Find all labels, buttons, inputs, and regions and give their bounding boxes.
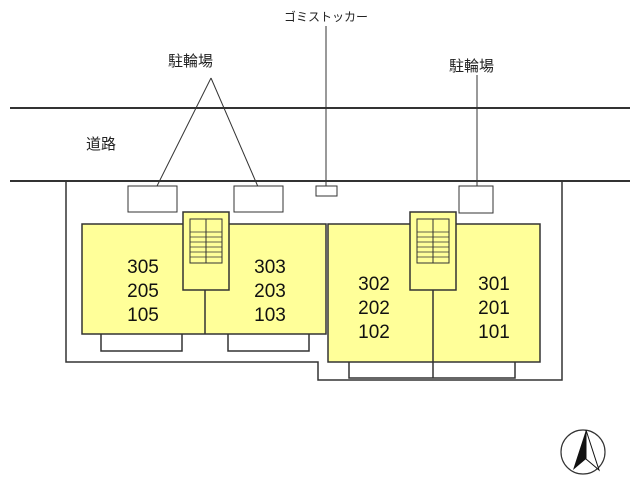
unit-number: 101 [478, 322, 510, 343]
garbage-stocker-label: ゴミストッカー [284, 10, 369, 24]
unit-number: 301 [478, 274, 510, 295]
site-boundary [65, 181, 563, 381]
leader-line [210, 77, 263, 197]
bicycle-parking-box [233, 185, 284, 213]
unit-number: 105 [127, 305, 159, 326]
staircase-left [182, 211, 230, 291]
balcony [348, 362, 516, 379]
unit-number: 302 [358, 274, 390, 295]
north-arrow-icon [560, 429, 606, 475]
road-label: 道路 [86, 135, 117, 153]
balcony [100, 334, 183, 352]
unit-number: 205 [127, 281, 159, 302]
bicycle-parking-label: 駐輪場 [168, 52, 214, 70]
unit-number: 203 [254, 281, 286, 302]
bicycle-parking-box [127, 185, 178, 213]
unit-number: 102 [358, 322, 390, 343]
unit-number: 305 [127, 257, 159, 278]
unit-number-block-4: 301 201 101 [464, 273, 524, 345]
unit-number: 103 [254, 305, 286, 326]
staircase-right [409, 211, 457, 291]
unit-number-block-3: 302 202 102 [344, 273, 404, 345]
unit-number: 303 [254, 257, 286, 278]
balcony [227, 334, 310, 352]
unit-number: 201 [478, 298, 510, 319]
unit-number: 202 [358, 298, 390, 319]
garbage-stocker-box [315, 185, 338, 197]
leader-line [151, 77, 212, 197]
unit-number-block-2: 303 203 103 [240, 256, 300, 328]
bicycle-parking-label: 駐輪場 [449, 57, 495, 75]
unit-number-block-1: 305 205 105 [113, 256, 173, 328]
bicycle-parking-box [458, 185, 494, 214]
